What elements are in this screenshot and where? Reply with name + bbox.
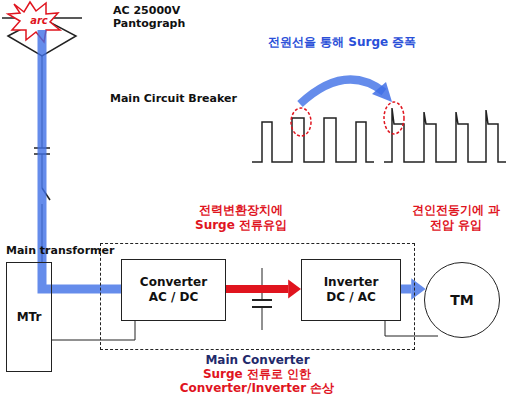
node-text: AC / DC xyxy=(149,290,199,305)
flow-arrow xyxy=(401,278,426,300)
node-text: MTr xyxy=(17,310,42,325)
capacitor-wire xyxy=(262,307,263,330)
flow-arrow xyxy=(226,279,301,298)
node-text: Converter xyxy=(140,275,207,290)
node-text: DC / AC xyxy=(326,290,376,305)
group-box: Main ConverterConverterAC / DCInverterDC… xyxy=(100,243,415,350)
flow-line xyxy=(52,285,121,294)
annotation: Main Circuit Breaker xyxy=(110,92,250,105)
motor-circle: TM xyxy=(424,262,500,338)
surge-waveform xyxy=(384,108,506,162)
amplify-arrowhead xyxy=(372,82,392,102)
annotation: Main transformer xyxy=(6,244,126,257)
process-box: InverterDC / AC xyxy=(301,259,401,321)
annotation: AC 25000V Pantograph xyxy=(113,4,185,30)
surge-mark xyxy=(384,102,404,134)
group-heading: Main Converter xyxy=(101,353,414,368)
pulse-waveform xyxy=(252,118,374,162)
process-box: ConverterAC / DC xyxy=(121,259,226,321)
flow-line xyxy=(401,285,411,294)
capacitor-plate xyxy=(252,299,272,301)
return-wire xyxy=(52,320,135,340)
annotation: arc xyxy=(24,14,54,27)
return-wire xyxy=(385,320,438,336)
node-text: TM xyxy=(450,293,473,308)
annotation: 전력변환장치에 Surge 전류유입 xyxy=(182,203,300,233)
surge-mark xyxy=(291,108,311,136)
capacitor-wire xyxy=(262,268,263,300)
annotation: Surge 전류로 인한 Converter/Inverter 손상 xyxy=(172,367,342,395)
flow-line xyxy=(226,285,288,293)
arrowhead xyxy=(288,279,301,298)
node-text: Inverter xyxy=(324,275,379,290)
arc-spark xyxy=(8,2,60,42)
flow-arrow xyxy=(52,289,121,290)
process-box: MTr xyxy=(6,262,52,372)
annotation: 견인전동기에 과전압 유입 xyxy=(408,203,504,233)
amplify-arrow xyxy=(300,80,384,105)
annotation: 전원선을 통해 Surge 증폭 xyxy=(268,36,468,49)
